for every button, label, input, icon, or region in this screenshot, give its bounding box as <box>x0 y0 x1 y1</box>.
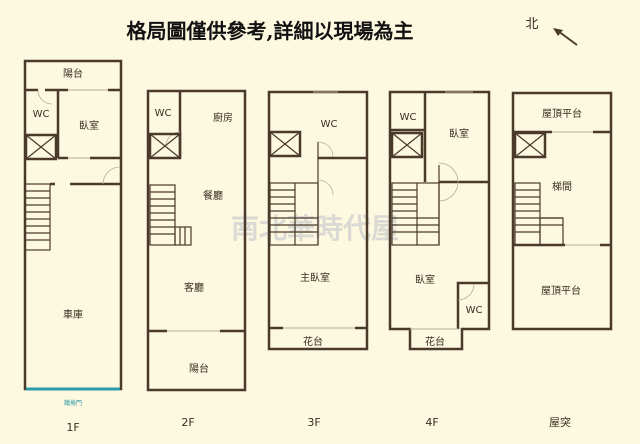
room-label: 屋頂平台 <box>542 107 582 120</box>
room-label: 花台 <box>425 335 445 348</box>
room-label: WC <box>400 112 417 123</box>
shaft-icon <box>390 131 424 159</box>
north-arrow-icon <box>553 28 578 46</box>
floor-roof: 屋頂平台 梯間 屋頂平台 屋突 <box>511 91 613 429</box>
room-label: WC <box>155 108 172 119</box>
room-label: WC <box>321 119 338 130</box>
stairs-icon <box>24 183 51 251</box>
shutter-label: 鐵捲門 <box>64 399 82 407</box>
floor-3f: WC 主臥室 花台 3F <box>267 90 369 429</box>
north-label: 北 <box>525 17 538 32</box>
stairs-icon <box>269 182 319 246</box>
floor-label: 4F <box>425 416 438 429</box>
shaft-icon <box>513 131 547 159</box>
room-label: 臥室 <box>79 119 99 132</box>
watermark: 南北華時代屋 <box>231 212 399 245</box>
room-label: WC <box>466 305 483 316</box>
room-label: 花台 <box>303 335 323 348</box>
room-label: 客廳 <box>184 281 204 294</box>
floor-4f: WC 臥室 臥室 WC 花台 4F <box>388 90 491 429</box>
floor-label: 2F <box>181 416 194 429</box>
shaft-icon <box>268 130 302 158</box>
page-title: 格局圖僅供參考,詳細以現場為主 <box>127 19 414 43</box>
room-label: 臥室 <box>449 127 469 140</box>
room-label: 車庫 <box>63 308 83 321</box>
room-label: 主臥室 <box>300 271 330 284</box>
stairs-icon <box>149 184 192 246</box>
room-label: 梯間 <box>552 180 572 193</box>
floor-1f: 陽台 WC 臥室 車庫 鐵捲門 1F <box>23 59 123 434</box>
room-label: 餐廳 <box>203 189 223 202</box>
room-label: 陽台 <box>189 362 209 375</box>
north-compass: 北 <box>525 17 578 46</box>
shaft-icon <box>148 132 182 160</box>
room-label: 陽台 <box>63 67 83 80</box>
floor-label: 屋突 <box>549 415 571 429</box>
floor-label: 1F <box>66 421 79 434</box>
room-label: WC <box>33 109 50 120</box>
shaft-icon <box>24 133 58 161</box>
floor-2f: WC 廚房 餐廳 客廳 陽台 2F <box>146 89 247 429</box>
stairs-icon <box>391 182 440 246</box>
room-label: 臥室 <box>415 273 435 286</box>
floor-label: 3F <box>307 416 320 429</box>
room-label: 屋頂平台 <box>541 284 581 297</box>
room-label: 廚房 <box>213 111 233 124</box>
